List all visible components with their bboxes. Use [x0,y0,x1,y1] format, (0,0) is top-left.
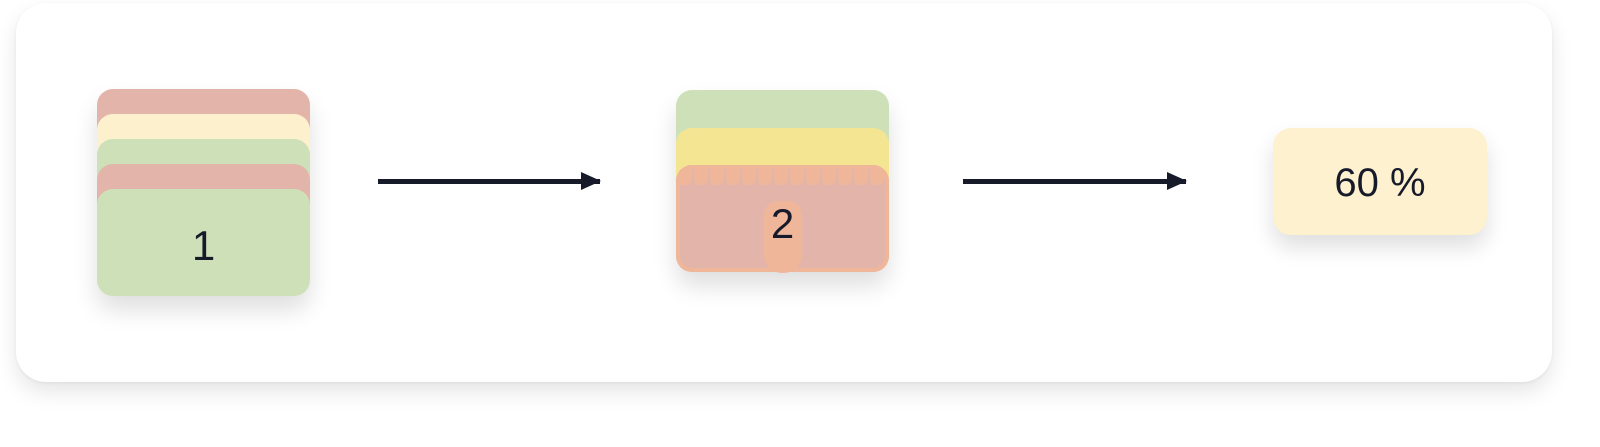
stack-card-front: 2 [676,165,889,273]
arrow-right-icon [378,172,601,190]
drip-edge-decoration [676,165,889,185]
result-percentage: 60 % [1334,161,1426,205]
hand-icon [764,201,802,273]
stack-card-front: 1 [97,189,310,296]
arrowhead-icon [1167,172,1187,190]
stage2-label: 2 [770,200,795,247]
arrowhead-icon [581,172,601,190]
arrow-right-icon [963,172,1187,190]
stage1-label: 1 [191,222,216,269]
result-card: 60 % [1273,128,1487,235]
